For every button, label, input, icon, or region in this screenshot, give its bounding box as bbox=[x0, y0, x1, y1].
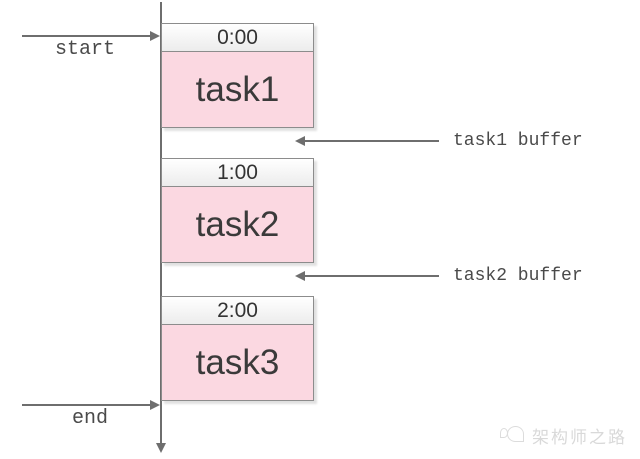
task-3-label: task3 bbox=[195, 343, 280, 382]
task-2-label: task2 bbox=[195, 205, 280, 244]
task-box-2: 1:00 task2 bbox=[161, 158, 314, 263]
task2-buffer-label: task2 buffer bbox=[453, 266, 583, 286]
right-arrowhead-icon bbox=[150, 31, 160, 41]
speech-bubble-logo-icon bbox=[500, 425, 526, 446]
start-label: start bbox=[54, 38, 115, 61]
task-1-time: 0:00 bbox=[162, 24, 313, 52]
task1-buffer-arrow-line bbox=[303, 140, 439, 142]
watermark-text: 架构师之路 bbox=[532, 428, 627, 447]
right-arrowhead-icon bbox=[150, 400, 160, 410]
end-label: end bbox=[71, 407, 108, 430]
task2-buffer-arrow-line bbox=[303, 275, 439, 277]
task-1-label: task1 bbox=[195, 70, 280, 109]
task-box-1: 0:00 task1 bbox=[161, 23, 314, 128]
left-arrowhead-icon bbox=[295, 271, 305, 281]
end-arrow-line bbox=[22, 404, 154, 406]
big-bubble-icon bbox=[507, 425, 524, 442]
task-2-time: 1:00 bbox=[162, 159, 313, 187]
task-3-time: 2:00 bbox=[162, 297, 313, 325]
start-arrow-line bbox=[22, 35, 154, 37]
task1-buffer-label: task1 buffer bbox=[453, 131, 583, 151]
left-arrowhead-icon bbox=[295, 136, 305, 146]
task-box-3: 2:00 task3 bbox=[161, 296, 314, 401]
down-arrowhead-icon bbox=[156, 443, 166, 453]
watermark: 架构师之路 bbox=[500, 423, 627, 448]
